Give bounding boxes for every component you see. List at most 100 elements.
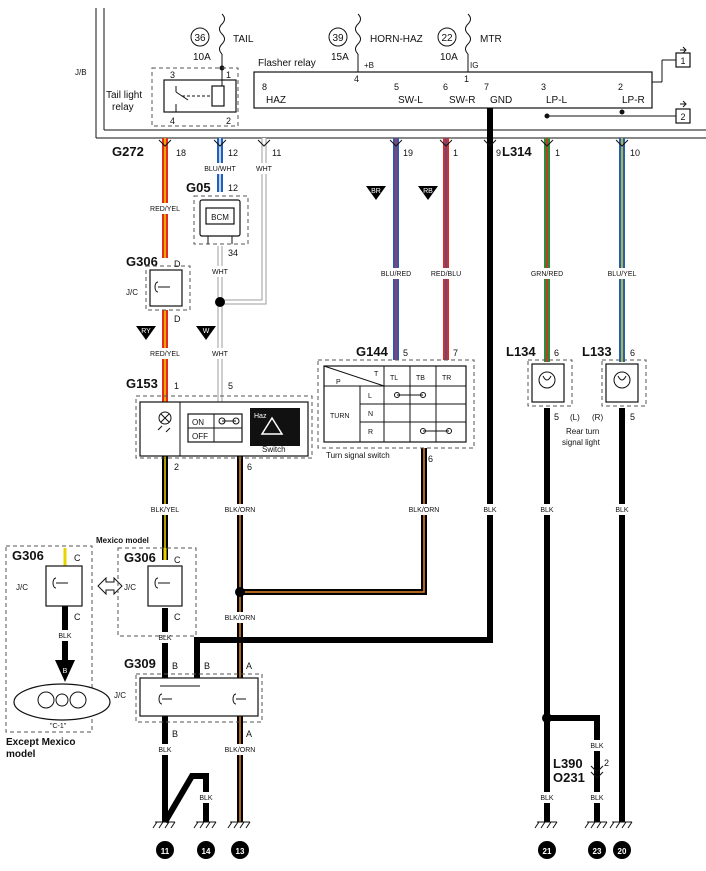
variant-except-mexico: G306 C J/C C "C-1" Except Mexico model — [5, 545, 111, 760]
connector-o231-name: O231 — [553, 770, 585, 785]
marker-b: B — [63, 668, 68, 675]
lamp-l133: L133 6 5 (R) — [582, 344, 647, 422]
g272-pin-12: 12 — [228, 148, 238, 158]
l133-pin-6: 6 — [630, 348, 635, 358]
connector-g153-name: G153 — [126, 376, 158, 391]
l314-pin-1: 1 — [555, 148, 560, 158]
label-blk-5: BLK — [158, 635, 172, 642]
connector-l133-name: L133 — [582, 344, 612, 359]
variant-switch-arrow — [97, 576, 123, 596]
harness-markers: BR RB RY W B — [63, 186, 438, 675]
g05-pin-12: 12 — [228, 183, 238, 193]
g309-pin-b-1: B — [172, 661, 178, 671]
connector-g272: G272 18 12 11 19 1 9 — [112, 139, 501, 159]
connector-l314: L314 1 10 — [502, 139, 640, 159]
connector-g306-name: G306 — [126, 254, 158, 269]
label-red-blu: RED/BLU — [431, 271, 461, 278]
l314-pin-10: 10 — [630, 148, 640, 158]
tail-relay-pin-2: 2 — [226, 116, 231, 126]
flasher-pin-5: 5 — [394, 82, 399, 92]
flasher-pin-4: 4 — [354, 74, 359, 84]
wire-blk — [55, 108, 625, 824]
hazard-switch: G153 1 5 ON OFF Haz Switch 2 6 — [126, 376, 313, 472]
g153-off: OFF — [192, 432, 208, 441]
tail-relay-pin-3: 3 — [170, 70, 175, 80]
g144-caption: Turn signal switch — [326, 451, 390, 460]
l134-pin-5: 5 — [554, 412, 559, 422]
ground-20: 20 — [609, 821, 633, 859]
lamp-caption-1: Rear turn — [566, 427, 599, 436]
label-blk-4: BLK — [58, 633, 72, 640]
flasher-pin-lpr: LP-R — [622, 95, 645, 106]
connector-l390-o231: L390 O231 2 — [553, 756, 609, 785]
g144-p: P — [336, 379, 341, 386]
g144-col-tl: TL — [390, 375, 398, 382]
label-blk-2: BLK — [540, 507, 554, 514]
g153-switch: Switch — [262, 445, 286, 454]
fuse-tail: 36 TAIL 10A — [190, 13, 254, 71]
fuse-mtr-name: MTR — [480, 34, 502, 45]
flasher-relay-title: Flasher relay — [258, 58, 316, 69]
tail-relay-title-1: Tail light — [106, 90, 142, 101]
l134-pin-6: 6 — [554, 348, 559, 358]
fuse-horn-amps: 15A — [331, 52, 349, 63]
l390-pin-2: 2 — [604, 758, 609, 768]
ground-11: 11 — [152, 821, 176, 859]
right-g306-pin-bottom: C — [174, 612, 181, 622]
connector-l314-name: L314 — [502, 144, 532, 159]
marker-ry: RY — [141, 328, 151, 335]
fuse-horn-haz: 39 HORN-HAZ 15A — [328, 13, 423, 72]
flasher-pin-haz: HAZ — [266, 95, 286, 106]
turn-signal-switch: G144 5 7 P T TURN TL TB TR L N R Turn si… — [317, 344, 475, 464]
flasher-pin-2: 2 — [618, 82, 623, 92]
label-blk-7: BLK — [199, 795, 213, 802]
lamp-caption-2: signal light — [562, 438, 601, 447]
g153-haz: Haz — [254, 413, 267, 420]
label-wht-2: WHT — [212, 269, 229, 276]
ground-23: 23 — [584, 821, 608, 859]
g144-turn: TURN — [330, 413, 349, 420]
off-page-ref-2-label: 2 — [680, 112, 685, 122]
label-blk-orn-3: BLK/ORN — [225, 615, 256, 622]
label-blk-yel: BLK/YEL — [151, 507, 180, 514]
flasher-pin-6: 6 — [443, 82, 448, 92]
label-blk-9: BLK — [590, 743, 604, 750]
off-page-ref-1: 1 — [652, 46, 691, 83]
ground-20-label: 20 — [618, 847, 627, 856]
bcm-label: BCM — [211, 213, 229, 222]
g153-on: ON — [192, 418, 204, 427]
g306-pin-d-top: D — [174, 259, 181, 269]
ground-14: 14 — [193, 821, 217, 859]
marker-rb: RB — [423, 188, 433, 195]
fuse-horn-number: 39 — [332, 33, 344, 44]
label-grn-red: GRN/RED — [531, 271, 563, 278]
fuse-tail-name: TAIL — [233, 34, 254, 45]
except-mexico-line1: Except Mexico — [6, 737, 75, 748]
g306-jc-label: J/C — [126, 288, 138, 297]
jb-pin-1: 1 — [453, 148, 458, 158]
flasher-pin-swr: SW-R — [449, 95, 475, 106]
label-blk-orn-1: BLK/ORN — [225, 507, 256, 514]
g144-col-tr: TR — [442, 375, 451, 382]
ground-23-label: 23 — [593, 847, 602, 856]
flasher-pin-1: 1 — [464, 74, 469, 84]
variant-mexico: Mexico model G306 C J/C C — [96, 536, 197, 637]
ground-21: 21 — [534, 821, 558, 859]
junction-g306-upper: G306 D J/C D — [126, 254, 191, 324]
tail-light-relay: Tail light relay 3 1 4 2 — [106, 67, 239, 127]
connector-g272-name: G272 — [112, 144, 144, 159]
flasher-pin-7: 7 — [484, 82, 489, 92]
ground-points: 11 14 13 21 23 — [152, 821, 633, 859]
g05-pin-34: 34 — [228, 248, 238, 258]
tail-relay-pin-1: 1 — [226, 70, 231, 80]
g309-pin-a-2: A — [246, 729, 252, 739]
ground-21-label: 21 — [543, 847, 552, 856]
label-wht-1: WHT — [256, 166, 273, 173]
left-g306-name: G306 — [12, 548, 44, 563]
label-blk-3: BLK — [615, 507, 629, 514]
marker-w: W — [203, 328, 210, 335]
label-blk-10: BLK — [590, 795, 604, 802]
jb-pin-19: 19 — [403, 148, 413, 158]
wire-labels-upper: RED/YEL BLU/WHT WHT WHT BLU/RED RED/BLU … — [146, 163, 642, 359]
